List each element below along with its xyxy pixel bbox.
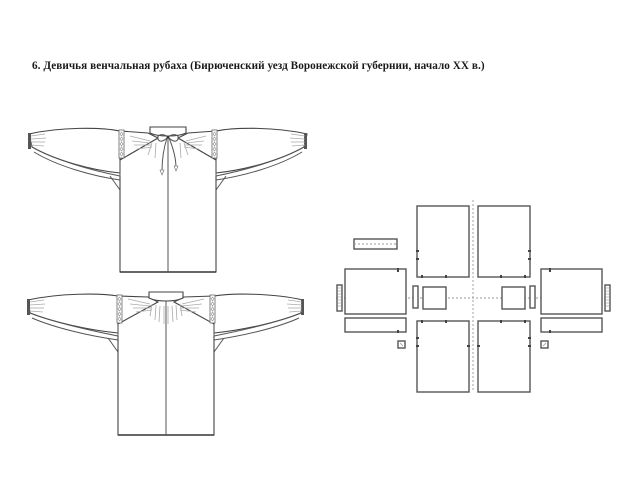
piece-strip-left — [344, 317, 407, 333]
piece-strip-right — [540, 317, 603, 333]
piece-gusset-left — [397, 340, 406, 349]
figure-title: 6. Девичья венчальная рубаха (Бирюченски… — [32, 60, 485, 72]
shirt-back-view — [27, 291, 304, 436]
tie-bow — [157, 134, 179, 176]
piece-collar-band — [353, 238, 398, 250]
piece-shoulder-strip-left — [412, 285, 419, 309]
piece-cuff-right — [604, 284, 611, 312]
piece-cuff-left — [336, 284, 343, 312]
pattern-layout — [336, 200, 612, 393]
piece-shoulder-strip-right — [529, 285, 536, 309]
shirt-front-view — [28, 126, 308, 273]
piece-body-top-left — [416, 205, 470, 278]
piece-body-bottom-right — [477, 320, 531, 393]
piece-body-bottom-left — [416, 320, 470, 393]
piece-shoulder-insert-right — [501, 286, 526, 310]
piece-shoulder-insert-left — [422, 286, 447, 310]
piece-body-top-right — [477, 205, 531, 278]
piece-sleeve-left — [344, 268, 407, 315]
piece-sleeve-right — [540, 268, 603, 315]
piece-gusset-right — [540, 340, 549, 349]
